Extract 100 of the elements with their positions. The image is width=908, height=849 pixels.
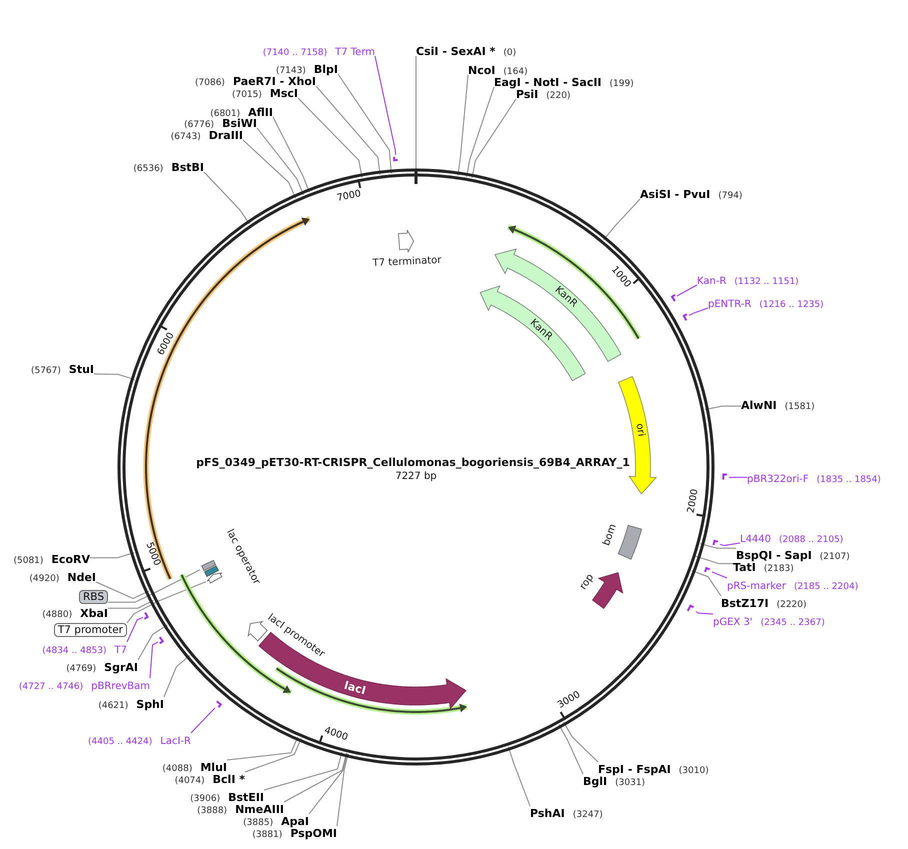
site-position: (6776) (184, 119, 214, 131)
scale-label: 7000 (336, 189, 362, 204)
enzyme-name: PsiI (516, 89, 538, 101)
leader-line (96, 582, 150, 599)
leader-line (694, 555, 734, 564)
feature-label: T7 terminator (372, 255, 442, 270)
primer-name: T7 (114, 645, 127, 657)
enzyme-name: MluI (200, 762, 227, 774)
leader-line (264, 752, 342, 790)
enzyme-name: BstBI (171, 162, 204, 174)
primer-name: L4440 (740, 534, 772, 546)
leader-line (256, 128, 304, 196)
enzyme-name: ApaI (281, 816, 309, 828)
enzyme-name: BstZ17I (721, 598, 769, 610)
enzyme-name: NmeAIII (235, 804, 284, 816)
leader-line (338, 74, 392, 174)
leader-line (691, 570, 722, 596)
enzyme-name: BspQI - SapI (736, 550, 812, 562)
scale-label: 2000 (686, 488, 700, 514)
leader-line (704, 406, 742, 410)
site-position: (5767) (30, 365, 61, 377)
site-position: (2220) (776, 599, 807, 611)
site-position: (7140 .. 7158) (262, 47, 328, 59)
enzyme-name: EagI - NotI - SacII (494, 77, 602, 89)
enzyme-name: BstEII (228, 792, 264, 804)
leader-line (457, 74, 468, 176)
leader-line (190, 707, 216, 734)
enzyme-name: BlpI (314, 64, 338, 76)
site-position: (3247) (572, 809, 603, 821)
site-position: (3906) (190, 793, 220, 805)
leader-line (164, 655, 190, 698)
feature-label: rop (578, 572, 596, 592)
leader-line (90, 552, 135, 558)
site-position: (4769) (66, 663, 96, 675)
enzyme-name: DraIII (208, 130, 243, 142)
leader-line (558, 724, 584, 774)
site-position: (2183) (764, 563, 794, 575)
site-position: (2088 .. 2105) (779, 534, 844, 546)
enzyme-name: NcoI (468, 65, 496, 77)
site-position: (7015) (232, 89, 262, 101)
enzyme-name: PshAI (530, 808, 565, 820)
enzyme-name: EcoRV (51, 554, 90, 566)
site-position: (7086) (195, 77, 225, 89)
enzyme-name: XbaI (80, 608, 108, 620)
primer-name: pBR322ori-F (747, 474, 809, 486)
site-position: (4088) (162, 763, 192, 775)
enzyme-name: MscI (270, 88, 298, 100)
leader-line (728, 476, 748, 478)
site-position: (3881) (252, 829, 282, 841)
scale-label: 5000 (144, 540, 162, 567)
enzyme-name: FspI - FspAI (598, 764, 671, 776)
leader-line (603, 198, 640, 240)
site-position: (794) (718, 190, 742, 202)
leader-line (94, 374, 136, 380)
site-position: (1132 .. 1151) (734, 276, 799, 288)
site-position: (3031) (615, 777, 646, 789)
enzyme-name: SgrAI (104, 662, 138, 674)
feature-tag: T7 promoter (54, 623, 127, 637)
leader-line (126, 581, 206, 624)
site-position: (6743) (170, 131, 201, 143)
leader-line (138, 624, 168, 660)
enzyme-name: AlwNI (741, 400, 777, 412)
enzyme-name: SphI (136, 699, 164, 711)
enzyme-name: BclI * (212, 774, 245, 786)
site-position: (5081) (13, 555, 44, 567)
leader-line (688, 308, 708, 316)
site-position: (1581) (784, 401, 815, 413)
leader-line (226, 736, 298, 760)
leader-line (508, 746, 530, 806)
leader-line (272, 116, 310, 193)
leader-line (244, 738, 302, 772)
primer-name: LacI-R (160, 736, 191, 748)
site-position: (220) (546, 90, 570, 102)
primer-name: T7 Term (335, 47, 375, 59)
primer-name: pBRrevBam (91, 681, 150, 693)
enzyme-name: NdeI (67, 572, 96, 584)
site-position: (2107) (820, 551, 850, 563)
site-position: (4727 .. 4746) (18, 681, 84, 693)
leader-line (284, 752, 347, 802)
enzyme-name: PspOMI (290, 828, 337, 840)
site-position: (6536) (133, 163, 164, 175)
primer-name: pGEX 3' (713, 617, 753, 629)
leader-line (472, 98, 516, 178)
leader-line (563, 721, 598, 762)
enzyme-name: TatI (733, 562, 756, 574)
plasmid-name: pFS_0349_pET30-RT-CRISPR_Cellulomonas_bogoriensis_69B4_ARRAY_1 (196, 457, 630, 469)
primer-name: Kan-R (697, 276, 726, 288)
leader-line (204, 172, 250, 225)
primer-name: pENTR-R (708, 299, 752, 311)
enzyme-name: BglI (583, 776, 608, 788)
leader-line (676, 284, 698, 297)
feature-label: lacI (342, 679, 367, 696)
leader-line (126, 616, 144, 642)
feature-label: bom (602, 522, 620, 548)
leader-line (700, 543, 736, 549)
site-position: (1835 .. 1854) (816, 474, 881, 486)
enzyme-name: AsiSI - PvuI (640, 189, 710, 201)
sequence-length: 7227 bp (395, 471, 437, 483)
feature-label: ori (633, 422, 646, 437)
scale-label: 6000 (156, 331, 176, 357)
